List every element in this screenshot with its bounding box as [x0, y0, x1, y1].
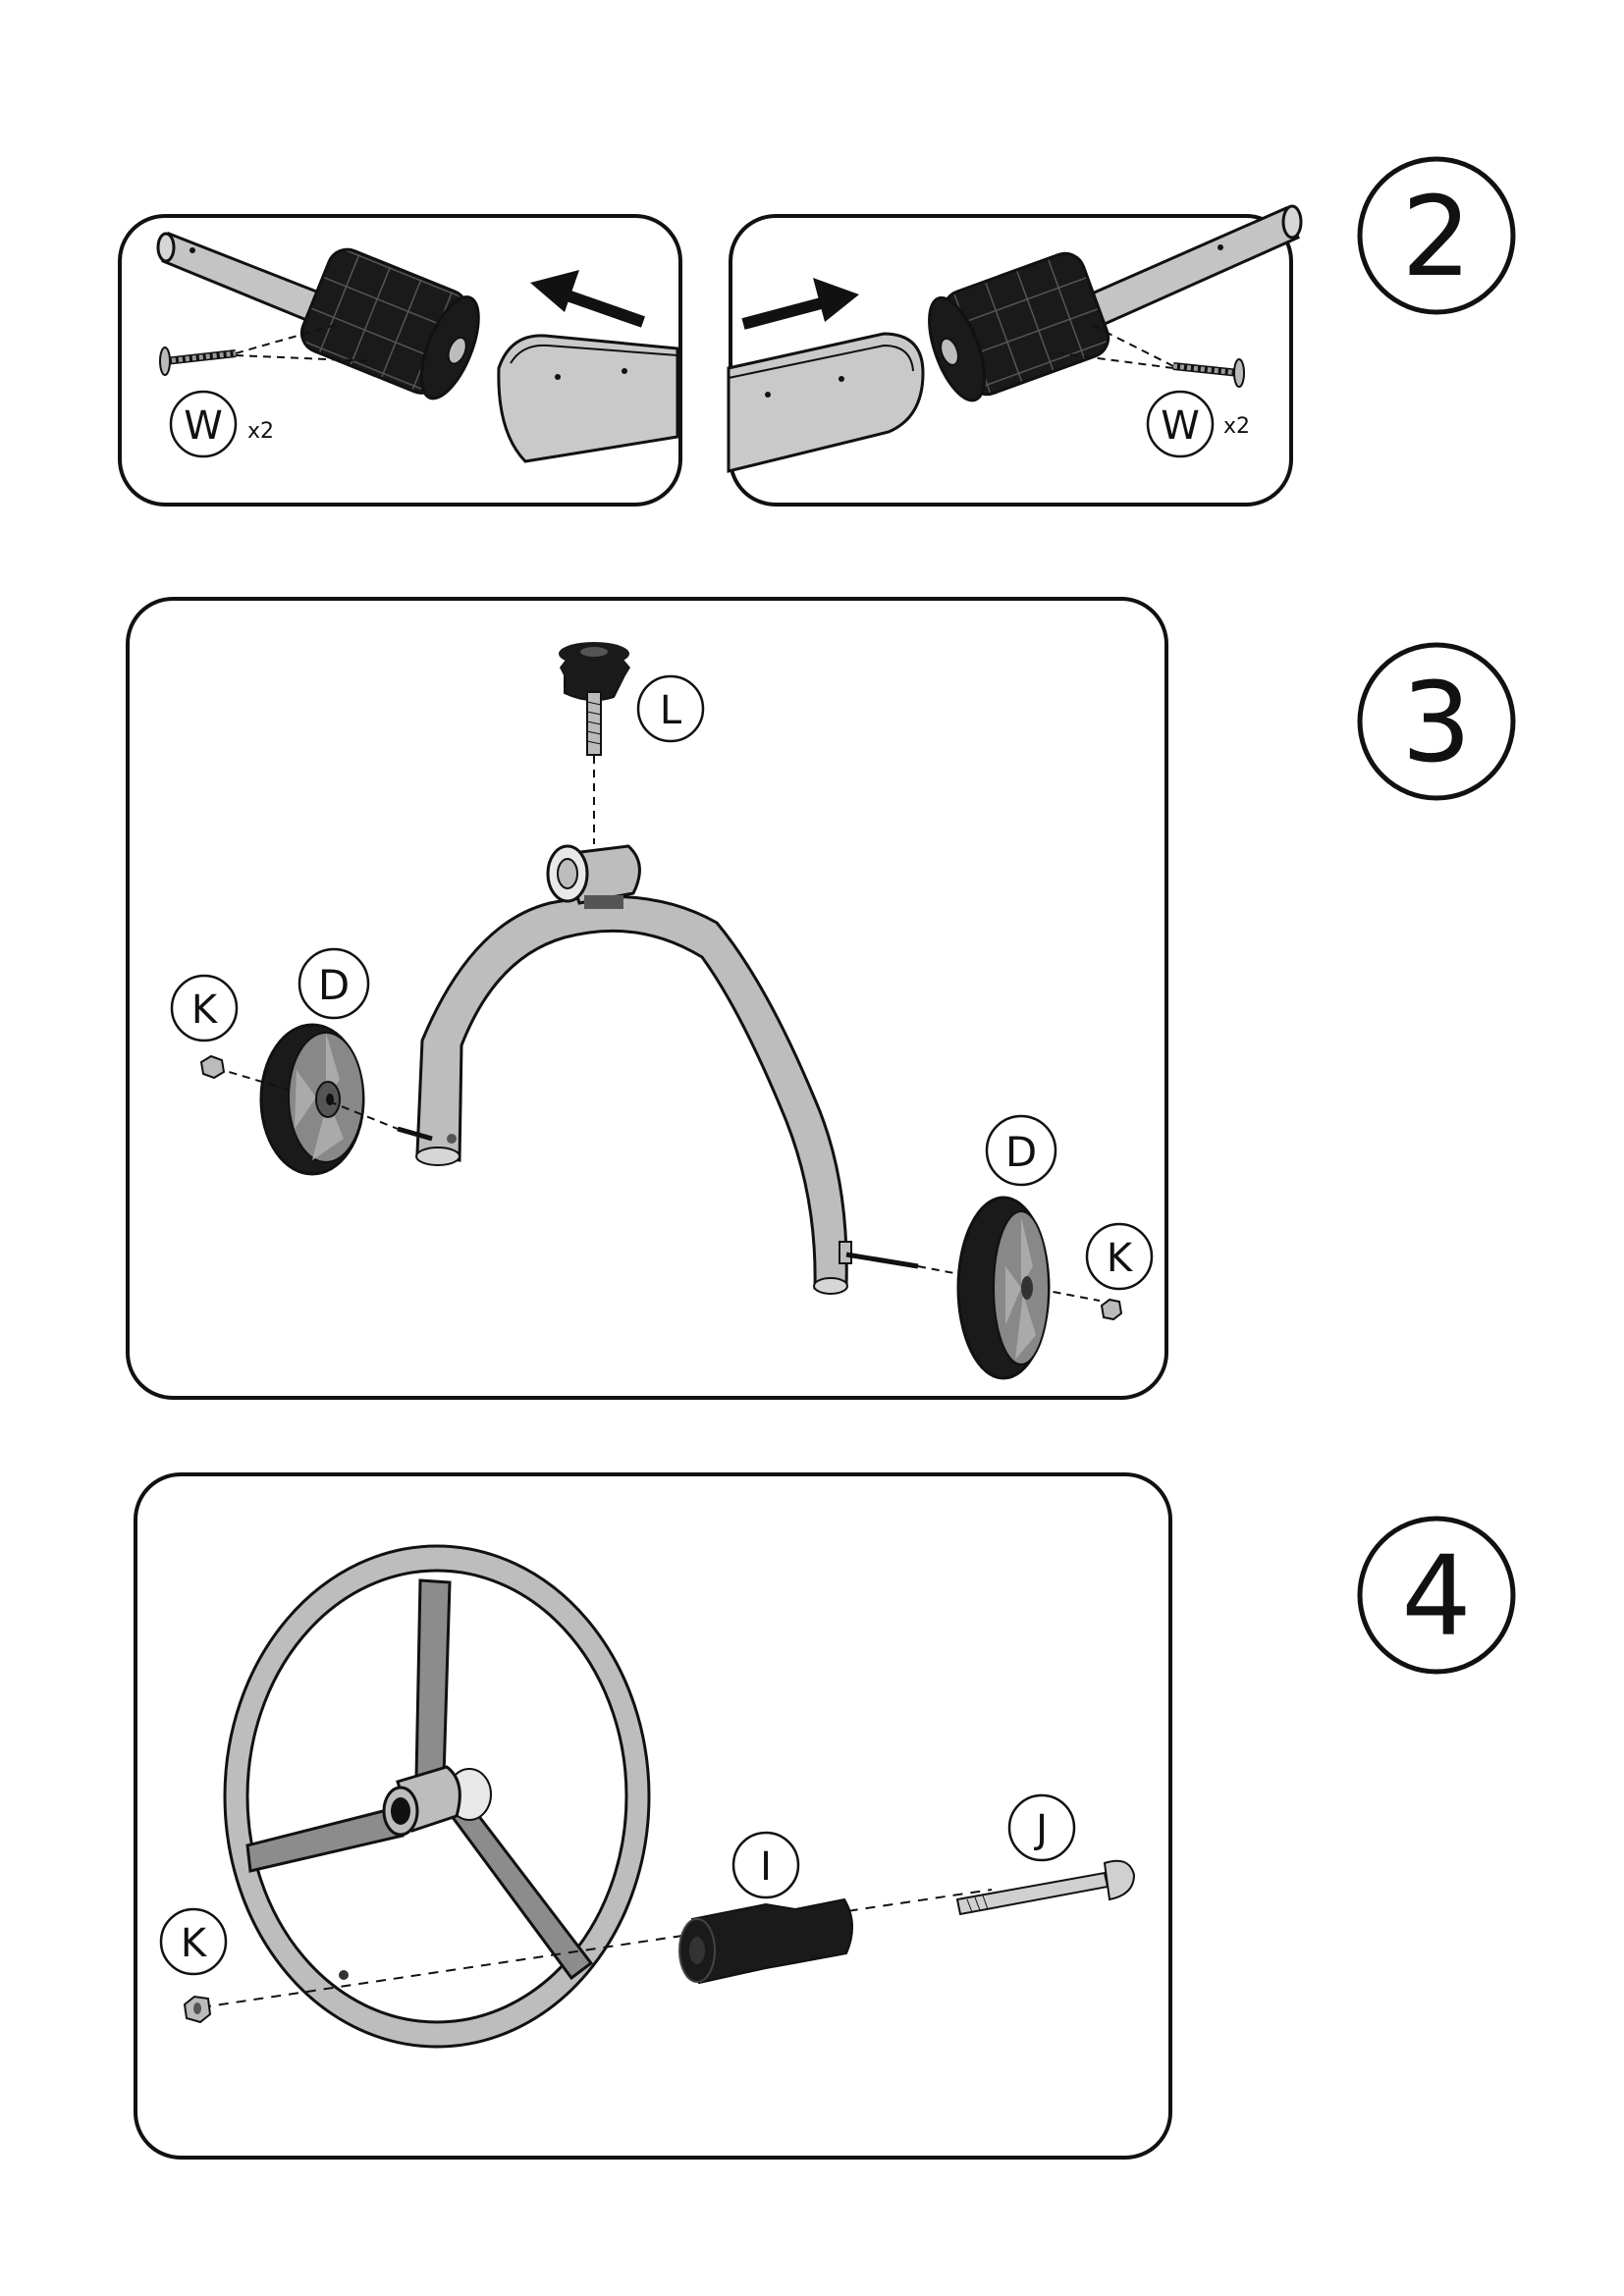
step2-right-shaft: [1087, 204, 1303, 326]
step4-bolt-callout: J: [1007, 1793, 1076, 1862]
step3-arch-frame: [415, 894, 848, 1290]
step3-left-nut-callout: K: [170, 974, 239, 1042]
step3-right-wheel: [956, 1196, 1051, 1380]
step3-left-wheel-label: D: [318, 961, 350, 1009]
step3-right-wheel-label: D: [1005, 1128, 1037, 1176]
step-number-4-label: 4: [1401, 1533, 1471, 1661]
step-number-3-label: 3: [1401, 660, 1471, 787]
step-number-2-label: 2: [1401, 174, 1471, 301]
step3-left-axle: [215, 1067, 433, 1142]
step3-left-nut: [199, 1054, 226, 1080]
step3-right-nut-callout: K: [1085, 1222, 1154, 1291]
step4-grip-callout: I: [731, 1831, 800, 1899]
step3-right-nut-label: K: [1107, 1236, 1134, 1281]
step2-right-handle-grip: [928, 251, 1110, 402]
step2-left-shaft: [156, 231, 326, 327]
step2-right-screw: [1059, 323, 1245, 388]
step4-grip-label: I: [760, 1844, 772, 1890]
step2-right-bracket: [727, 332, 925, 473]
step3-left-nut-label: K: [191, 988, 219, 1033]
step3-right-axle: [845, 1252, 1101, 1302]
step2-right-arrow: [741, 278, 859, 330]
step3-knob-bolt: [559, 642, 630, 844]
step2-left-arrow: [530, 270, 645, 328]
step4-bolt-label: J: [1033, 1807, 1048, 1852]
step3-knob-label: L: [660, 688, 682, 733]
step2-left-part-label: W: [184, 403, 223, 449]
step-number-3: 3: [1357, 642, 1516, 801]
step2-left-screw: [159, 323, 374, 376]
step3-knob-callout: L: [636, 674, 705, 743]
step4-spokes: [245, 1578, 594, 1981]
step3-left-wheel-callout: D: [298, 947, 370, 1020]
step4-nut-callout: K: [159, 1907, 228, 1976]
step2-right-part-label: W: [1161, 403, 1200, 449]
step4-nut-label: K: [181, 1921, 208, 1966]
step4-illustration: K I J 4: [159, 1516, 1516, 2049]
step4-bolt: [955, 1859, 1136, 1916]
step2-illustration: W x2: [156, 156, 1516, 473]
step3-top-collar: [546, 844, 641, 909]
step4-grip: [678, 1897, 853, 1985]
step4-nut: [183, 1995, 212, 2024]
step3-illustration: L D K: [170, 642, 1516, 1380]
step3-right-wheel-callout: D: [985, 1114, 1057, 1187]
step2-left-qty-label: x2: [247, 419, 274, 444]
step3-right-nut: [1100, 1298, 1123, 1321]
step2-left-callout: W x2: [169, 390, 274, 458]
step-number-4: 4: [1357, 1516, 1516, 1675]
step2-left-bracket: [497, 334, 679, 463]
step-number-2: 2: [1357, 156, 1516, 315]
step4-assembly-line: [200, 1889, 993, 2008]
step2-right-callout: W x2: [1146, 390, 1250, 458]
step2-right-qty-label: x2: [1223, 414, 1250, 439]
step3-left-wheel: [259, 1023, 365, 1176]
step2-left-handle-grip: [299, 247, 480, 400]
